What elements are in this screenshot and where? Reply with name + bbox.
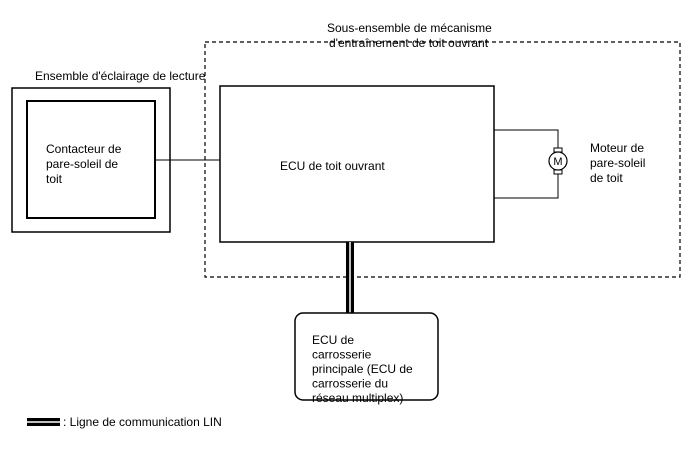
lin-communication-line [346, 242, 354, 313]
subassembly-label-line-1: Sous-ensemble de mécanisme [327, 21, 492, 35]
main-body-ecu-label-line-1: ECU de [312, 333, 354, 347]
legend: : Ligne de communication LIN [27, 415, 222, 429]
main-body-ecu-label-line-5: réseau multiplex) [312, 391, 403, 405]
motor-circle [548, 151, 568, 171]
sunshade-switch-label-line-3: toit [46, 172, 63, 186]
lin-legend-gap [27, 421, 60, 423]
lin-line-legend-label: : Ligne de communication LIN [63, 415, 222, 429]
motor-label-line-1: Moteur de [590, 141, 644, 155]
main-body-ecu-label-line-3: principale (ECU de [312, 362, 413, 376]
sunroof-ecu-label: ECU de toit ouvrant [280, 159, 385, 173]
motor-icon: M [548, 147, 568, 175]
motor-label-line-2: pare-soleil [590, 156, 645, 170]
motor-wire-bottom [494, 174, 559, 199]
motor-wire-top [494, 129, 559, 148]
motor-label-line-3: de toit [590, 171, 623, 185]
motor-symbol-letter: M [553, 156, 562, 168]
main-body-ecu-label-line-2: carrosserie [312, 348, 372, 362]
sunshade-switch-label-line-1: Contacteur de [46, 142, 122, 156]
main-body-ecu-box [294, 312, 439, 401]
lin-line-legend-symbol [27, 418, 60, 426]
subassembly-label-line-2: d'entraînement de toit ouvrant [329, 36, 489, 50]
motor-brush-bottom [553, 169, 563, 175]
sunroof-ecu-box [219, 85, 495, 243]
motor-brush-top [553, 147, 563, 153]
sunshade-switch-label-line-2: pare-soleil de [46, 157, 118, 171]
main-body-ecu-label-line-4: carrosserie du [312, 377, 388, 391]
lin-line-gap [349, 242, 351, 313]
reading-light-assembly-label: Ensemble d'éclairage de lecture [35, 69, 206, 83]
